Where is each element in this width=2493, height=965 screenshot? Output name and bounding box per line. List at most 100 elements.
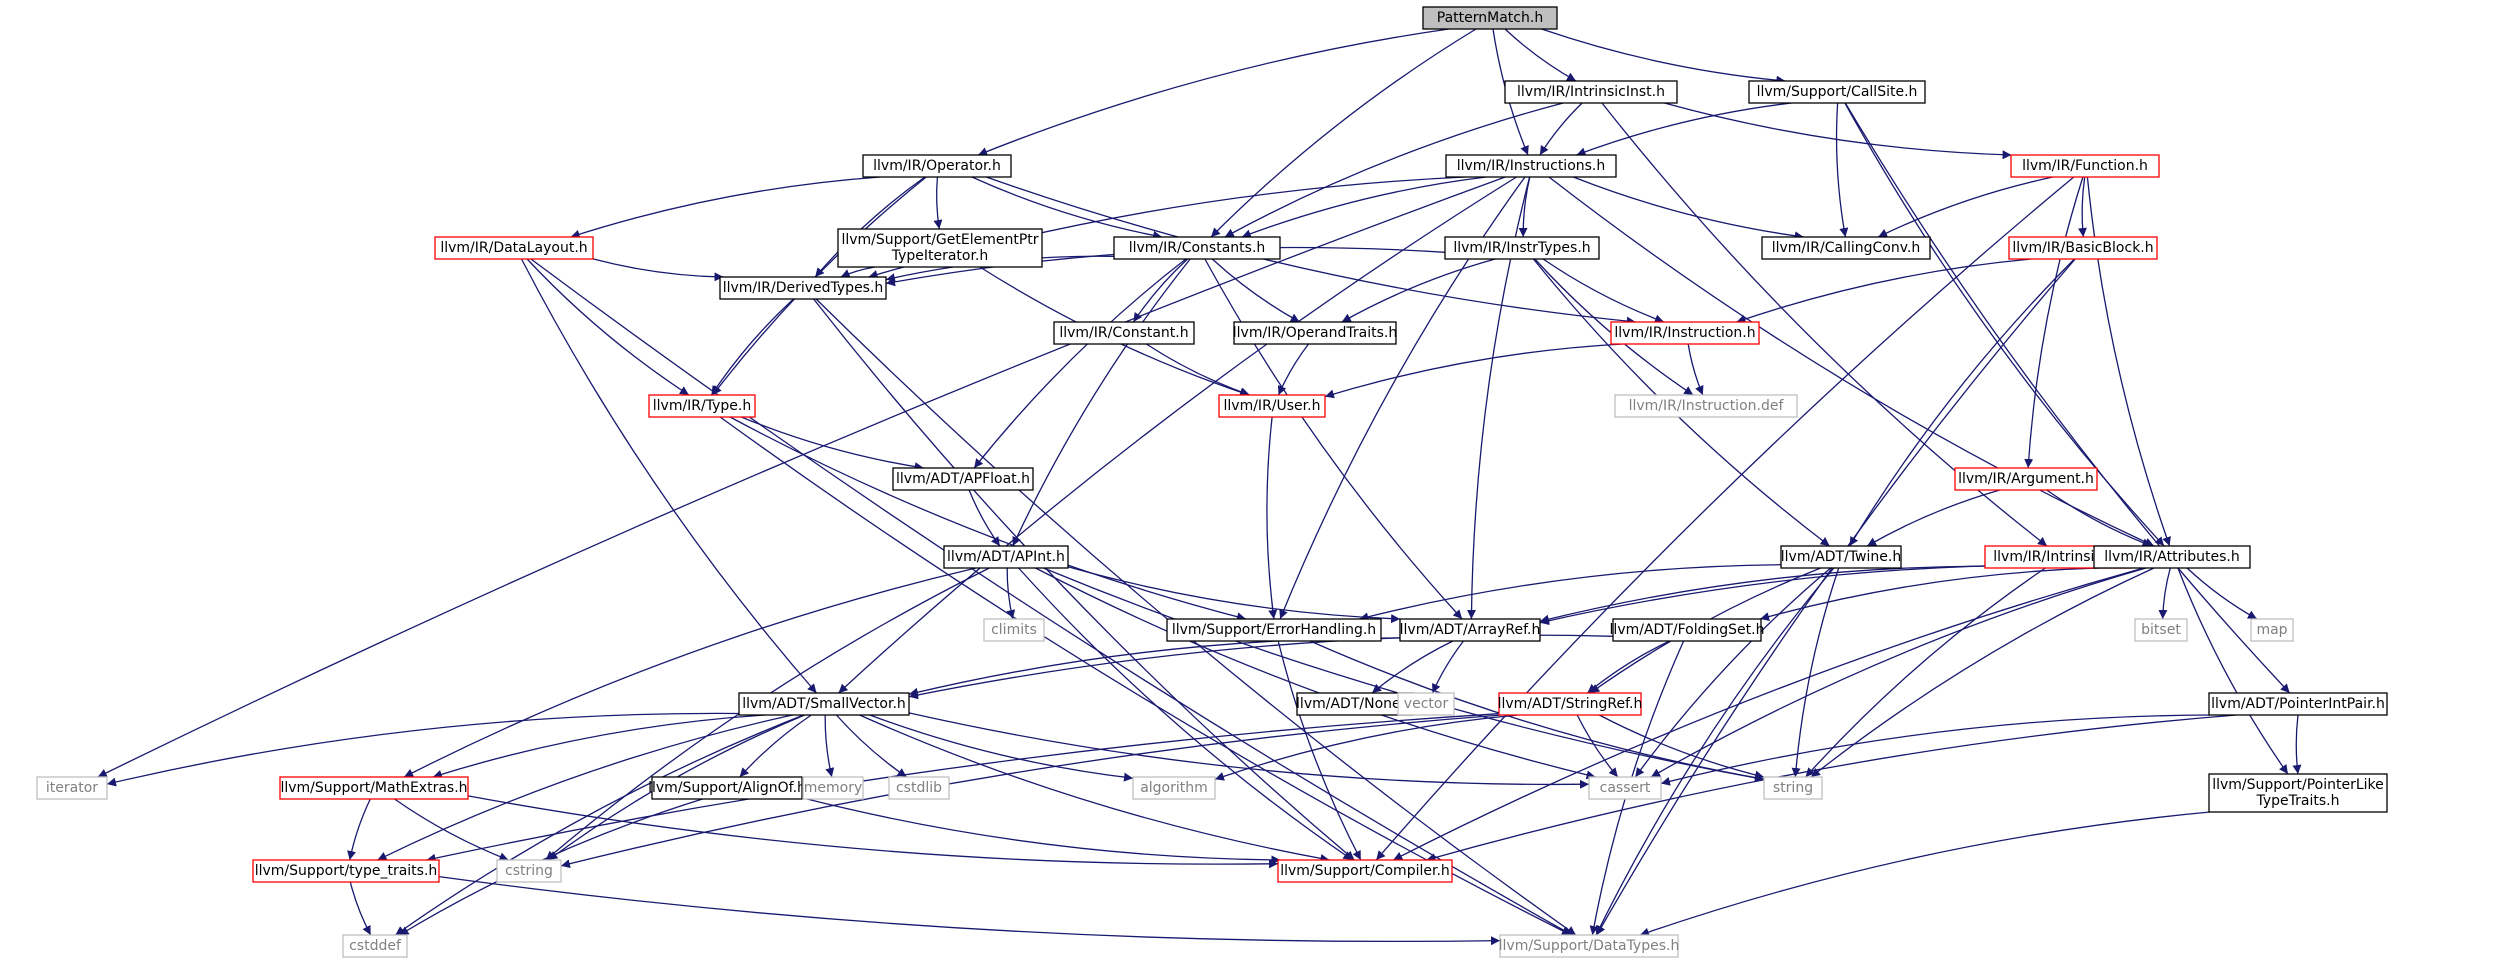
node-idef[interactable]: llvm/IR/Instruction.def: [1614, 394, 1798, 418]
node-sr[interactable]: llvm/ADT/StringRef.h: [1498, 692, 1643, 716]
node-box-attr[interactable]: [2093, 545, 2251, 569]
node-box-it[interactable]: [1444, 236, 1600, 260]
node-box-tt[interactable]: [252, 859, 440, 883]
node-vector[interactable]: vector: [1397, 692, 1455, 716]
node-memory[interactable]: memory: [802, 776, 864, 800]
node-box-gep[interactable]: [837, 228, 1043, 268]
node-ot[interactable]: llvm/IR/OperandTraits.h: [1233, 321, 1397, 345]
node-cstddef[interactable]: cstddef: [342, 934, 408, 958]
node-box-cs[interactable]: [1748, 80, 1926, 104]
node-box-ii[interactable]: [1504, 80, 1678, 104]
node-box-ot[interactable]: [1233, 321, 1397, 345]
node-box-dty[interactable]: [1499, 934, 1679, 958]
node-sv[interactable]: llvm/ADT/SmallVector.h: [738, 692, 910, 716]
node-box-pm[interactable]: [1422, 6, 1558, 30]
node-box-bb[interactable]: [2008, 236, 2158, 260]
node-box-arg[interactable]: [1954, 467, 2098, 491]
node-me[interactable]: llvm/Support/MathExtras.h: [279, 776, 469, 800]
node-ins[interactable]: llvm/IR/Instructions.h: [1445, 154, 1617, 178]
node-box-api[interactable]: [943, 545, 1069, 569]
node-box-user[interactable]: [1218, 394, 1326, 418]
node-fs[interactable]: llvm/ADT/FoldingSet.h: [1610, 618, 1765, 642]
node-comp[interactable]: llvm/Support/Compiler.h: [1277, 859, 1453, 883]
node-box-cassert[interactable]: [1588, 776, 1662, 800]
node-fn[interactable]: llvm/IR/Function.h: [2010, 154, 2160, 178]
node-box-ao[interactable]: [651, 776, 803, 800]
node-box-tw[interactable]: [1780, 545, 1902, 569]
node-it[interactable]: llvm/IR/InstrTypes.h: [1444, 236, 1600, 260]
node-box-dt[interactable]: [719, 276, 887, 300]
node-box-fn[interactable]: [2010, 154, 2160, 178]
node-iter[interactable]: iterator: [36, 776, 108, 800]
node-box-type[interactable]: [648, 394, 756, 418]
node-bb[interactable]: llvm/IR/BasicBlock.h: [2008, 236, 2158, 260]
node-box-memory[interactable]: [802, 776, 864, 800]
node-box-pltt[interactable]: [2208, 773, 2388, 813]
edge-me-to-comp: [467, 795, 1279, 869]
node-cstring[interactable]: cstring: [496, 859, 562, 883]
node-box-vector[interactable]: [1397, 692, 1455, 716]
node-box-eh[interactable]: [1166, 618, 1382, 642]
node-dty[interactable]: llvm/Support/DataTypes.h: [1499, 934, 1680, 958]
node-box-comp[interactable]: [1277, 859, 1453, 883]
node-arg[interactable]: llvm/IR/Argument.h: [1954, 467, 2098, 491]
node-tw[interactable]: llvm/ADT/Twine.h: [1780, 545, 1902, 569]
node-attr[interactable]: llvm/IR/Attributes.h: [2093, 545, 2251, 569]
node-ar[interactable]: llvm/ADT/ArrayRef.h: [1399, 618, 1541, 642]
node-cstdlib[interactable]: cstdlib: [888, 776, 950, 800]
node-box-inst[interactable]: [1610, 321, 1760, 345]
node-box-cons[interactable]: [1113, 236, 1281, 260]
node-algo[interactable]: algorithm: [1132, 776, 1216, 800]
node-eh[interactable]: llvm/Support/ErrorHandling.h: [1166, 618, 1382, 642]
node-map[interactable]: map: [2250, 618, 2294, 642]
node-op[interactable]: llvm/IR/Operator.h: [862, 154, 1012, 178]
node-box-dl[interactable]: [434, 236, 594, 260]
node-box-iter[interactable]: [36, 776, 108, 800]
node-ao[interactable]: llvm/Support/AlignOf.h: [648, 776, 806, 800]
node-box-idef[interactable]: [1614, 394, 1798, 418]
node-none[interactable]: llvm/ADT/None.h: [1296, 692, 1414, 716]
node-box-cstring[interactable]: [496, 859, 562, 883]
node-box-const[interactable]: [1053, 321, 1195, 345]
node-ii[interactable]: llvm/IR/IntrinsicInst.h: [1504, 80, 1678, 104]
node-api[interactable]: llvm/ADT/APInt.h: [943, 545, 1069, 569]
node-box-climits[interactable]: [983, 618, 1045, 642]
node-dl[interactable]: llvm/IR/DataLayout.h: [434, 236, 594, 260]
node-label-tw: llvm/ADT/Twine.h: [1781, 549, 1901, 565]
node-box-string[interactable]: [1763, 776, 1823, 800]
node-box-op[interactable]: [862, 154, 1012, 178]
node-cons[interactable]: llvm/IR/Constants.h: [1113, 236, 1281, 260]
node-box-cstdlib[interactable]: [888, 776, 950, 800]
node-box-me[interactable]: [279, 776, 469, 800]
node-box-apf[interactable]: [892, 467, 1034, 491]
node-tt[interactable]: llvm/Support/type_traits.h: [252, 859, 440, 883]
node-cs[interactable]: llvm/Support/CallSite.h: [1748, 80, 1926, 104]
node-climits[interactable]: climits: [983, 618, 1045, 642]
node-box-ar[interactable]: [1399, 618, 1541, 642]
node-box-sv[interactable]: [738, 692, 910, 716]
node-box-ins[interactable]: [1445, 154, 1617, 178]
node-apf[interactable]: llvm/ADT/APFloat.h: [892, 467, 1034, 491]
edge-fs-to-sr: [1586, 640, 1670, 694]
node-bitset[interactable]: bitset: [2134, 618, 2188, 642]
node-cassert[interactable]: cassert: [1588, 776, 1662, 800]
node-type[interactable]: llvm/IR/Type.h: [648, 394, 756, 418]
node-box-algo[interactable]: [1132, 776, 1216, 800]
node-box-fs[interactable]: [1612, 618, 1762, 642]
node-const[interactable]: llvm/IR/Constant.h: [1053, 321, 1195, 345]
node-string[interactable]: string: [1763, 776, 1823, 800]
node-user[interactable]: llvm/IR/User.h: [1218, 394, 1326, 418]
node-inst[interactable]: llvm/IR/Instruction.h: [1610, 321, 1760, 345]
node-dt[interactable]: llvm/IR/DerivedTypes.h: [719, 276, 887, 300]
node-box-cc[interactable]: [1761, 236, 1931, 260]
node-pm[interactable]: PatternMatch.h: [1422, 6, 1558, 30]
node-box-bitset[interactable]: [2134, 618, 2188, 642]
node-box-pip[interactable]: [2208, 692, 2388, 716]
node-pip[interactable]: llvm/ADT/PointerIntPair.h: [2208, 692, 2388, 716]
node-cc[interactable]: llvm/IR/CallingConv.h: [1761, 236, 1931, 260]
node-box-map[interactable]: [2250, 618, 2294, 642]
node-box-cstddef[interactable]: [342, 934, 408, 958]
node-box-sr[interactable]: [1498, 692, 1642, 716]
